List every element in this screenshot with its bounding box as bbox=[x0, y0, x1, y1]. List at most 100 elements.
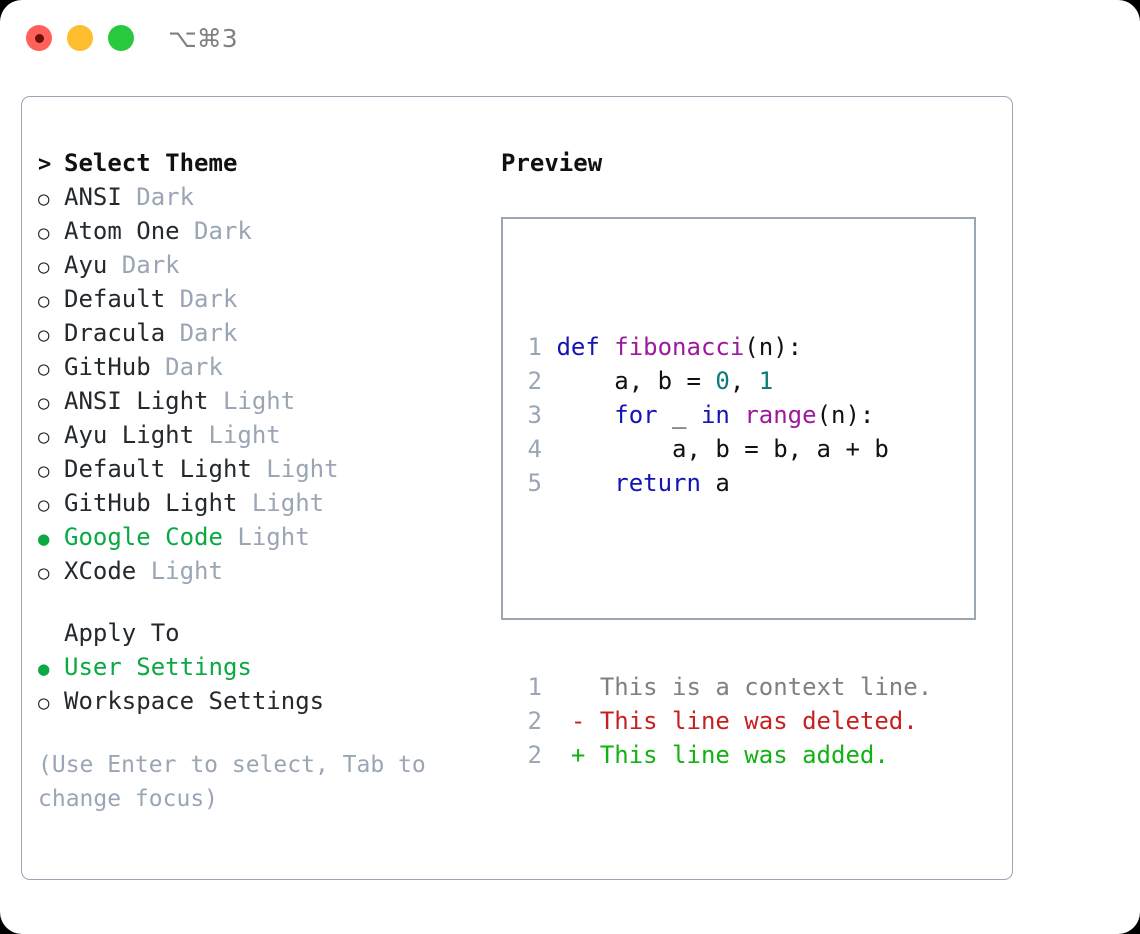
theme-option-label: Ayu Light bbox=[64, 421, 195, 449]
theme-option-dracula[interactable]: ○ Dracula Dark bbox=[38, 316, 478, 350]
theme-selection-panel: >Select Theme ○ANSI Dark○Atom One Dark○A… bbox=[38, 146, 478, 816]
line-number: 2 bbox=[527, 367, 542, 395]
theme-option-default[interactable]: ○ Default Dark bbox=[38, 282, 478, 316]
apply-to-option-user-settings[interactable]: ●User Settings bbox=[38, 650, 478, 684]
apply-to-heading-label: Apply To bbox=[64, 619, 180, 647]
line-number: 3 bbox=[527, 401, 542, 429]
section-spacer bbox=[38, 588, 478, 616]
theme-variant-tag: Light bbox=[136, 557, 223, 585]
theme-option-atom-one[interactable]: ○ Atom One Dark bbox=[38, 214, 478, 248]
theme-variant-tag: Dark bbox=[179, 217, 252, 245]
apply-to-heading: ○Apply To bbox=[38, 616, 478, 650]
apply-to-option-workspace-settings[interactable]: ○Workspace Settings bbox=[38, 684, 478, 718]
theme-option-ayu-light[interactable]: ○Ayu Light Light bbox=[38, 418, 478, 452]
theme-selector-card: >Select Theme ○ANSI Dark○Atom One Dark○A… bbox=[21, 96, 1013, 880]
code-token-plain: (n): bbox=[744, 333, 803, 361]
theme-option-github[interactable]: ○GitHub Dark bbox=[38, 350, 478, 384]
line-number: 1 bbox=[527, 673, 542, 701]
blank-marker-icon: ○ bbox=[38, 618, 64, 652]
diff-line-add: 2 + This line was added. bbox=[518, 738, 932, 772]
theme-option-label: XCode bbox=[64, 557, 137, 585]
diff-text: This line was deleted. bbox=[599, 707, 918, 735]
theme-option-google-code[interactable]: ●Google Code Light bbox=[38, 520, 478, 554]
preview-panel: Preview 1 def fibonacci(n):2 a, b = 0, 1… bbox=[501, 146, 991, 769]
radio-unselected-icon[interactable]: ○ bbox=[38, 426, 50, 448]
code-token-plain: a bbox=[700, 469, 730, 497]
theme-variant-tag: Dark bbox=[165, 319, 238, 347]
line-number: 4 bbox=[527, 435, 542, 463]
diff-sign: - bbox=[570, 707, 586, 735]
theme-variant-tag: Dark bbox=[107, 251, 180, 279]
select-theme-heading-label: Select Theme bbox=[64, 149, 238, 177]
code-token-fn: fibonacci bbox=[614, 333, 745, 361]
line-number: 1 bbox=[527, 333, 542, 361]
apply-to-list: ●User Settings○Workspace Settings bbox=[38, 650, 478, 718]
theme-option-default-light[interactable]: ○ Default Light Light bbox=[38, 452, 478, 486]
theme-option-label: GitHub Light bbox=[64, 489, 238, 517]
code-token-kw: for bbox=[614, 401, 658, 429]
diff-text: This is a context line. bbox=[599, 673, 933, 701]
radio-unselected-icon[interactable]: ○ bbox=[38, 392, 50, 414]
code-token-num: 1 bbox=[758, 367, 774, 395]
select-theme-heading: > Select Theme bbox=[38, 146, 478, 180]
close-button[interactable] bbox=[26, 25, 52, 51]
radio-selected-icon[interactable]: ● bbox=[38, 658, 50, 680]
theme-option-ansi-light[interactable]: ○ ANSI Light Light bbox=[38, 384, 478, 418]
cursor-arrow-icon: > bbox=[38, 152, 52, 177]
theme-variant-tag: Light bbox=[237, 489, 325, 517]
theme-option-github-light[interactable]: ○ GitHub Light Light bbox=[38, 486, 478, 520]
theme-option-label: ANSI bbox=[64, 183, 122, 211]
theme-option-label: Google Code bbox=[64, 523, 223, 551]
theme-option-label: Atom One bbox=[64, 217, 180, 245]
radio-selected-icon[interactable]: ● bbox=[38, 528, 50, 550]
theme-variant-tag: Dark bbox=[121, 183, 195, 211]
code-token-plain: a, b = b, a + b bbox=[556, 435, 889, 463]
diff-lines: 1 This is a context line. 2 - This line w… bbox=[518, 670, 933, 772]
code-line: 2 a, b = 0, 1 bbox=[518, 364, 932, 398]
theme-option-label: Dracula bbox=[64, 319, 166, 347]
line-number: 5 bbox=[527, 469, 542, 497]
theme-variant-tag: Dark bbox=[165, 285, 238, 313]
radio-unselected-icon[interactable]: ○ bbox=[38, 692, 50, 714]
code-token-plain: , bbox=[729, 367, 759, 395]
theme-variant-tag: Light bbox=[208, 387, 296, 415]
radio-unselected-icon[interactable]: ○ bbox=[38, 358, 50, 380]
radio-unselected-icon[interactable]: ○ bbox=[38, 256, 50, 278]
code-token-fn: range bbox=[744, 401, 817, 429]
preview-title: Preview bbox=[501, 149, 603, 177]
code-token-kw: return bbox=[614, 469, 701, 497]
minimize-button[interactable] bbox=[67, 25, 93, 51]
theme-option-label: Default Light bbox=[64, 455, 252, 483]
theme-variant-tag: Light bbox=[251, 455, 339, 483]
diff-sign: + bbox=[570, 741, 586, 769]
theme-list: ○ANSI Dark○Atom One Dark○Ayu Dark○Defaul… bbox=[38, 180, 478, 588]
radio-unselected-icon[interactable]: ○ bbox=[38, 562, 50, 584]
theme-variant-tag: Dark bbox=[150, 353, 223, 381]
window-title: ⌥⌘3 bbox=[168, 24, 238, 53]
title-bar: ⌥⌘3 bbox=[0, 0, 1140, 78]
diff-text: This line was added. bbox=[599, 741, 889, 769]
theme-option-label: Default bbox=[64, 285, 166, 313]
code-line: 3 for _ in range(n): bbox=[518, 398, 932, 432]
theme-option-label: ANSI Light bbox=[64, 387, 209, 415]
radio-unselected-icon[interactable]: ○ bbox=[38, 494, 50, 516]
code-token-plain bbox=[730, 401, 744, 429]
line-number: 2 bbox=[527, 741, 542, 769]
code-token-plain: (n): bbox=[816, 401, 875, 429]
radio-unselected-icon[interactable]: ○ bbox=[38, 188, 50, 210]
code-token-kw: def bbox=[556, 333, 615, 361]
theme-option-ayu[interactable]: ○Ayu Dark bbox=[38, 248, 478, 282]
radio-unselected-icon[interactable]: ○ bbox=[38, 222, 50, 244]
radio-unselected-icon[interactable]: ○ bbox=[38, 460, 50, 482]
code-line: 1 def fibonacci(n): bbox=[518, 330, 932, 364]
theme-option-ansi[interactable]: ○ ANSI Dark bbox=[38, 180, 478, 214]
diff-sign bbox=[571, 673, 585, 701]
radio-unselected-icon[interactable]: ○ bbox=[38, 324, 50, 346]
code-blank-line bbox=[518, 568, 932, 602]
maximize-button[interactable] bbox=[108, 25, 134, 51]
theme-option-xcode[interactable]: ○ XCode Light bbox=[38, 554, 478, 588]
radio-unselected-icon[interactable]: ○ bbox=[38, 290, 50, 312]
